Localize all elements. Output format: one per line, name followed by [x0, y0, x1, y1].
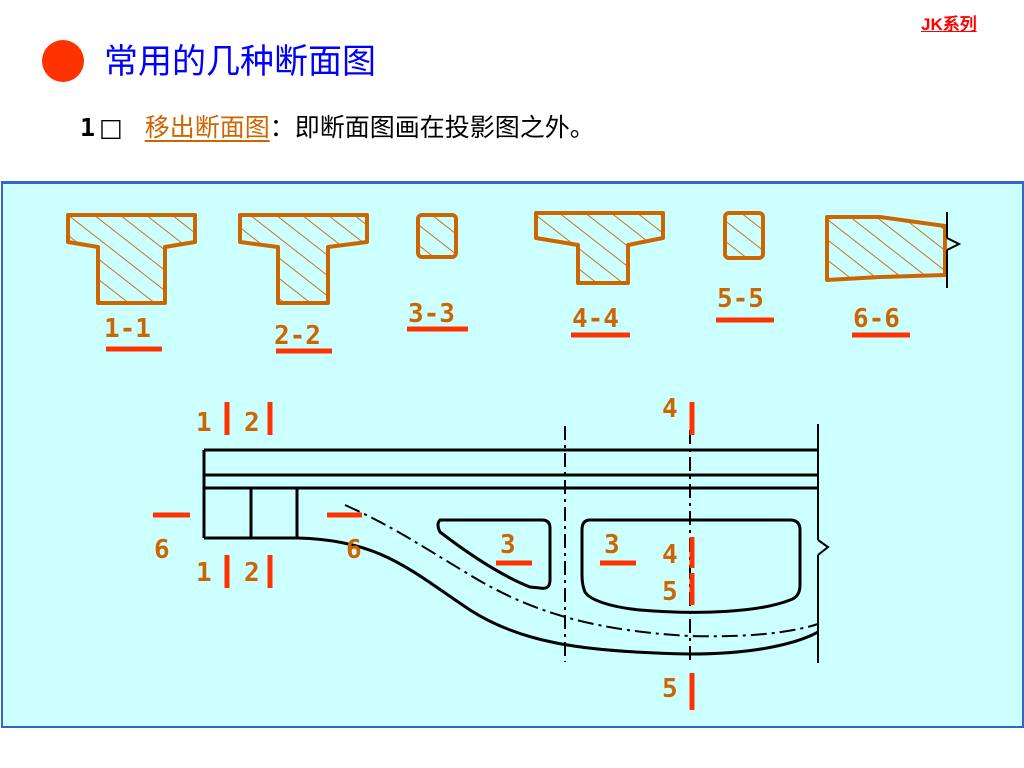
elevation-drawing [202, 424, 830, 663]
section-label-1-1: 1-1 [104, 314, 151, 344]
section-4-4-shape [534, 211, 665, 285]
series-tag: JK系列 [921, 15, 977, 34]
cut-mark-3-left: 3 [500, 530, 516, 560]
cut-mark-1-bottom: 1 [196, 558, 212, 588]
term-definition: ：即断面图画在投影图之外。 [269, 113, 595, 142]
cut-mark-3-right: 3 [604, 530, 620, 560]
section-label-6-6: 6-6 [853, 304, 900, 334]
section-label-4-4: 4-4 [572, 304, 619, 334]
cut-mark-6-left: 6 [154, 535, 170, 565]
cut-mark-1-top: 1 [196, 408, 212, 438]
section-2-2-shape [238, 213, 369, 305]
cut-mark-4-top: 4 [662, 394, 678, 424]
cut-mark-5-bottom: 5 [662, 674, 678, 704]
page-title: 常用的几种断面图 [104, 42, 376, 82]
item-number: 1 [80, 113, 96, 142]
section-label-3-3: 3-3 [408, 299, 455, 329]
section-3-3-shape [416, 213, 458, 259]
cut-mark-4-bottom: 4 [662, 540, 678, 570]
cut-mark-2-bottom: 2 [244, 558, 260, 588]
section-label-5-5: 5-5 [717, 284, 764, 314]
centerline-curve [344, 504, 819, 638]
section-6-6-shape [825, 215, 947, 282]
cut-mark-2-top: 2 [244, 408, 260, 438]
cut-marks [153, 402, 695, 710]
term-removed-section: 移出断面图 [144, 113, 270, 142]
cut-mark-6-right: 6 [346, 535, 362, 565]
section-5-5-shape [723, 211, 765, 260]
subtitle-line: 1□ 移出断面图：即断面图画在投影图之外。 [80, 108, 595, 144]
bullet-icon [42, 40, 84, 82]
item-box: □ [99, 113, 123, 142]
section-label-2-2: 2-2 [274, 321, 321, 351]
section-1-1-shape [66, 213, 197, 305]
break-mark-6-6 [946, 212, 962, 288]
cut-mark-5-mid: 5 [662, 577, 678, 607]
